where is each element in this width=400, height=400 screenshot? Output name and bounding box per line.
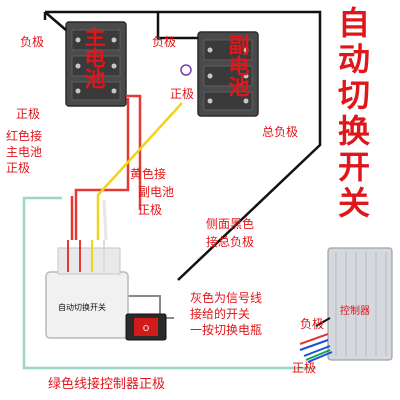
total-negative-label: 总负极 — [262, 125, 299, 139]
gray-signal-wire — [128, 295, 174, 319]
svg-text:O: O — [143, 324, 149, 333]
main-battery-positive-label: 正极 — [16, 107, 41, 121]
yellow-wire — [96, 102, 183, 240]
controller-label: 控制器 — [340, 306, 370, 317]
black-wire-negative — [43, 10, 322, 281]
sub-battery — [180, 31, 259, 117]
gray-wire-label: 灰色为信号线 接给的开关 一按切换电瓶 — [190, 291, 263, 337]
main-battery-label: 主电池 — [82, 26, 107, 89]
green-wire — [22, 196, 316, 370]
sub-battery-label: 副电池 — [226, 34, 251, 97]
switch-box-label: 自动切换开关 — [58, 303, 106, 312]
green-wire-label: 绿色线接控制器正极 — [48, 377, 166, 392]
rocker-switch[interactable]: O — [125, 313, 167, 341]
controller — [299, 247, 393, 363]
title: 自动切换开关 — [333, 6, 371, 222]
black-wire-label: 侧面黑色 接总负极 — [206, 217, 255, 249]
sub-battery-negative-label: 负极 — [152, 35, 177, 49]
yellow-wire-label: 黄色接 副电池 正极 — [130, 167, 175, 217]
controller-negative-label: 负极 — [300, 317, 325, 331]
white-wire — [102, 199, 108, 241]
controller-positive-label: 正极 — [292, 361, 317, 375]
sub-battery-positive-label: 正极 — [170, 87, 195, 101]
main-battery — [65, 21, 127, 107]
red-wire-label: 红色接 主电池 正极 — [6, 129, 43, 175]
red-wire — [70, 94, 142, 240]
main-battery-negative-label: 负极 — [20, 35, 45, 49]
